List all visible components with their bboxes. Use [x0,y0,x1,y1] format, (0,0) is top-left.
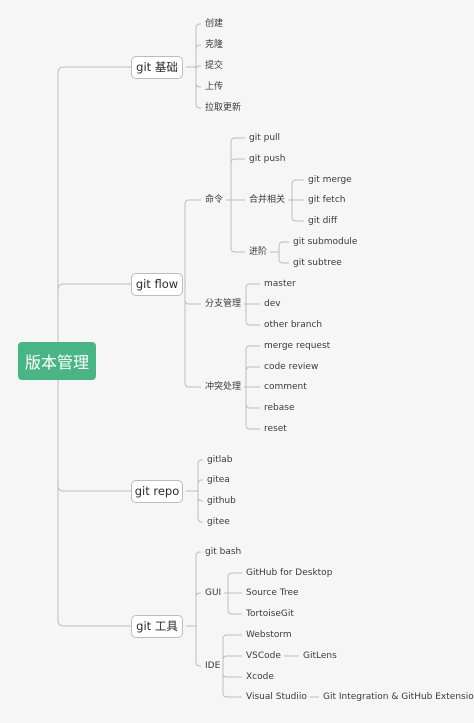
node-r-gitlab[interactable]: gitlab [207,455,233,465]
node-c-adv[interactable]: 进阶 [249,247,268,257]
node-cf-cm[interactable]: comment [264,382,307,392]
edge [57,66,131,361]
edge [291,200,304,222]
node-cf-cr[interactable]: code review [264,362,319,372]
edge [195,67,201,109]
edge [245,345,260,387]
edge [230,137,245,200]
node-i-xcode[interactable]: Xcode [246,672,274,682]
edge [195,44,201,67]
edge [227,572,242,593]
edge [227,593,242,615]
node-b-commit[interactable]: 提交 [205,61,224,71]
edge [278,241,289,252]
edge [222,666,242,678]
node-r-gitea[interactable]: gitea [207,475,230,485]
node-b-create[interactable]: 创建 [205,19,224,29]
node-m-merge[interactable]: git merge [308,175,352,185]
node-b-push[interactable]: 上传 [205,82,224,92]
node-f-conflict[interactable]: 冲突处理 [205,382,242,392]
node-c-push[interactable]: git push [249,154,286,164]
node-root[interactable]: 版本管理 [18,342,96,380]
edge [195,592,201,626]
node-f-branch[interactable]: 分支管理 [205,299,242,309]
node-br-other[interactable]: other branch [264,320,323,330]
node-a-sub[interactable]: git submodule [293,237,358,247]
node-i-ws[interactable]: Webstorm [246,630,292,640]
node-i-lens[interactable]: GitLens [303,651,337,661]
node-r-gitee[interactable]: gitee [207,517,230,527]
edge [195,551,201,626]
edge [57,361,131,627]
edge [222,655,242,666]
edge [57,361,131,492]
node-t-gui[interactable]: GUI [205,588,222,598]
edge [197,491,203,523]
node-cf-mr[interactable]: merge request [264,341,331,351]
node-g-tg[interactable]: TortoiseGit [246,609,294,619]
node-t-ide[interactable]: IDE [205,661,221,671]
node-m-diff[interactable]: git diff [308,216,338,226]
edge [57,283,131,361]
edge [195,626,201,667]
edge [197,491,203,502]
node-a-tree[interactable]: git subtree [293,258,342,268]
node-m-fetch[interactable]: git fetch [308,195,346,205]
node-basics[interactable]: git 基础 [131,55,183,79]
node-cf-rb[interactable]: rebase [264,403,295,413]
edge [222,634,242,666]
edge [184,199,201,284]
node-i-ext[interactable]: Git Integration & GitHub Extension [323,692,474,702]
node-r-github[interactable]: github [207,496,236,506]
edge [195,67,201,88]
node-br-dev[interactable]: dev [264,299,281,309]
edge [195,23,201,67]
edge [245,387,260,409]
node-i-vs[interactable]: Visual Studiio [246,692,307,702]
edge [197,459,203,491]
edge [184,284,201,388]
node-tools[interactable]: git 工具 [131,614,183,638]
node-flow[interactable]: git flow [131,272,183,296]
edge [245,366,260,387]
edge [195,65,201,71]
node-i-vsc[interactable]: VSCode [246,651,281,661]
node-b-clone[interactable]: 克隆 [205,40,224,50]
node-cf-rs[interactable]: reset [264,424,287,434]
node-c-merge[interactable]: 合并相关 [249,195,286,205]
edge [245,283,260,304]
edge [291,179,304,200]
edge [245,304,260,326]
node-g-desktop[interactable]: GitHub for Desktop [246,568,333,578]
node-c-pull[interactable]: git pull [249,133,281,143]
edge [222,666,242,698]
edge [230,200,245,253]
node-g-st[interactable]: Source Tree [246,588,299,598]
node-t-bash[interactable]: git bash [205,547,242,557]
edge [278,252,289,264]
edge [245,387,260,430]
node-b-pull[interactable]: 拉取更新 [205,103,242,113]
edge [230,158,245,200]
edge [184,284,201,305]
node-br-master[interactable]: master [264,279,296,289]
node-f-cmd[interactable]: 命令 [205,195,224,205]
node-repo[interactable]: git repo [131,479,183,503]
edge [197,479,203,491]
